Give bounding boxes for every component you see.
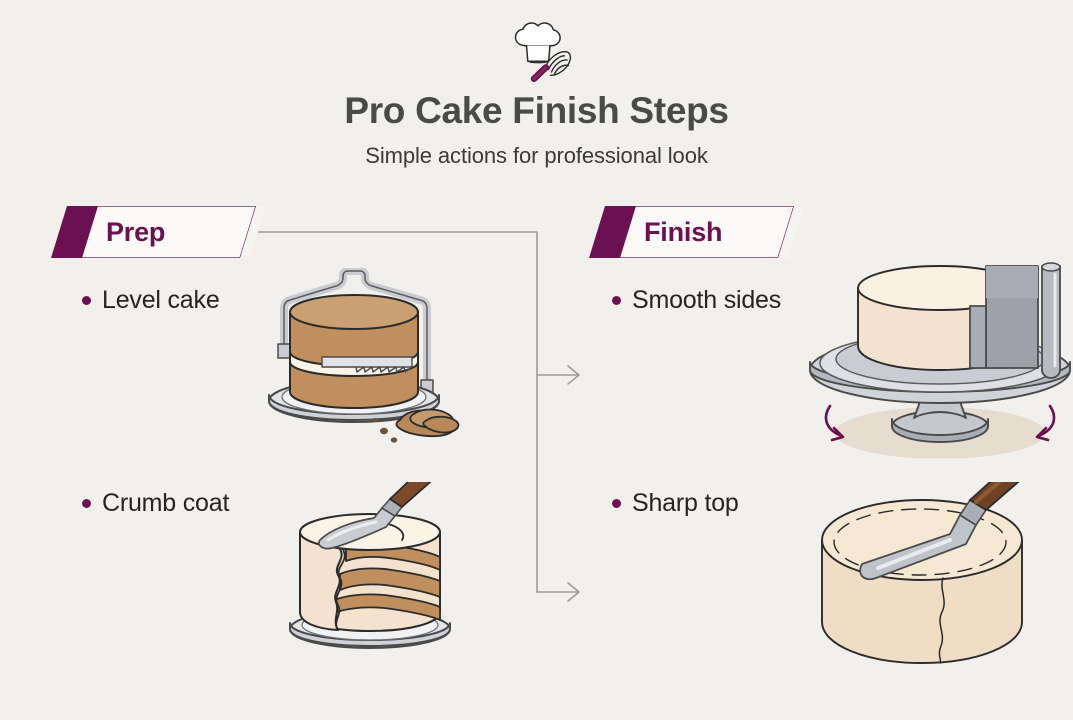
section-banner-finish[interactable]: Finish bbox=[588, 206, 804, 258]
bullet-dot-icon bbox=[612, 499, 621, 508]
page-subtitle: Simple actions for professional look bbox=[365, 143, 708, 168]
list-item-crumb-coat[interactable]: Crumb coat bbox=[82, 489, 229, 518]
banner-shape-finish bbox=[588, 206, 804, 258]
turntable-scraper-illustration bbox=[800, 258, 1073, 463]
section-label-finish: Finish bbox=[644, 216, 723, 247]
list-item-smooth-sides[interactable]: Smooth sides bbox=[612, 286, 781, 315]
bullet-dot-icon bbox=[82, 296, 91, 305]
list-item-label: Crumb coat bbox=[102, 489, 230, 517]
list-item-sharp-top[interactable]: Sharp top bbox=[612, 489, 739, 518]
bullet-dot-icon bbox=[612, 296, 621, 305]
page-title: Pro Cake Finish Steps bbox=[344, 90, 729, 131]
list-item-label: Smooth sides bbox=[632, 286, 782, 314]
sharp-top-spatula-illustration bbox=[800, 438, 1073, 687]
crumb-coat-illustration bbox=[262, 454, 527, 672]
list-item-label: Level cake bbox=[102, 286, 220, 314]
list-item-level-cake[interactable]: Level cake bbox=[82, 286, 220, 315]
section-banner-prep[interactable]: Prep bbox=[50, 206, 266, 258]
section-label-prep: Prep bbox=[106, 216, 166, 247]
cake-leveler-illustration bbox=[262, 267, 527, 458]
bullet-dot-icon bbox=[82, 499, 91, 508]
chef-hat-whisk-icon bbox=[0, 22, 1073, 84]
banner-shape-prep bbox=[50, 206, 266, 258]
list-item-label: Sharp top bbox=[632, 489, 739, 517]
